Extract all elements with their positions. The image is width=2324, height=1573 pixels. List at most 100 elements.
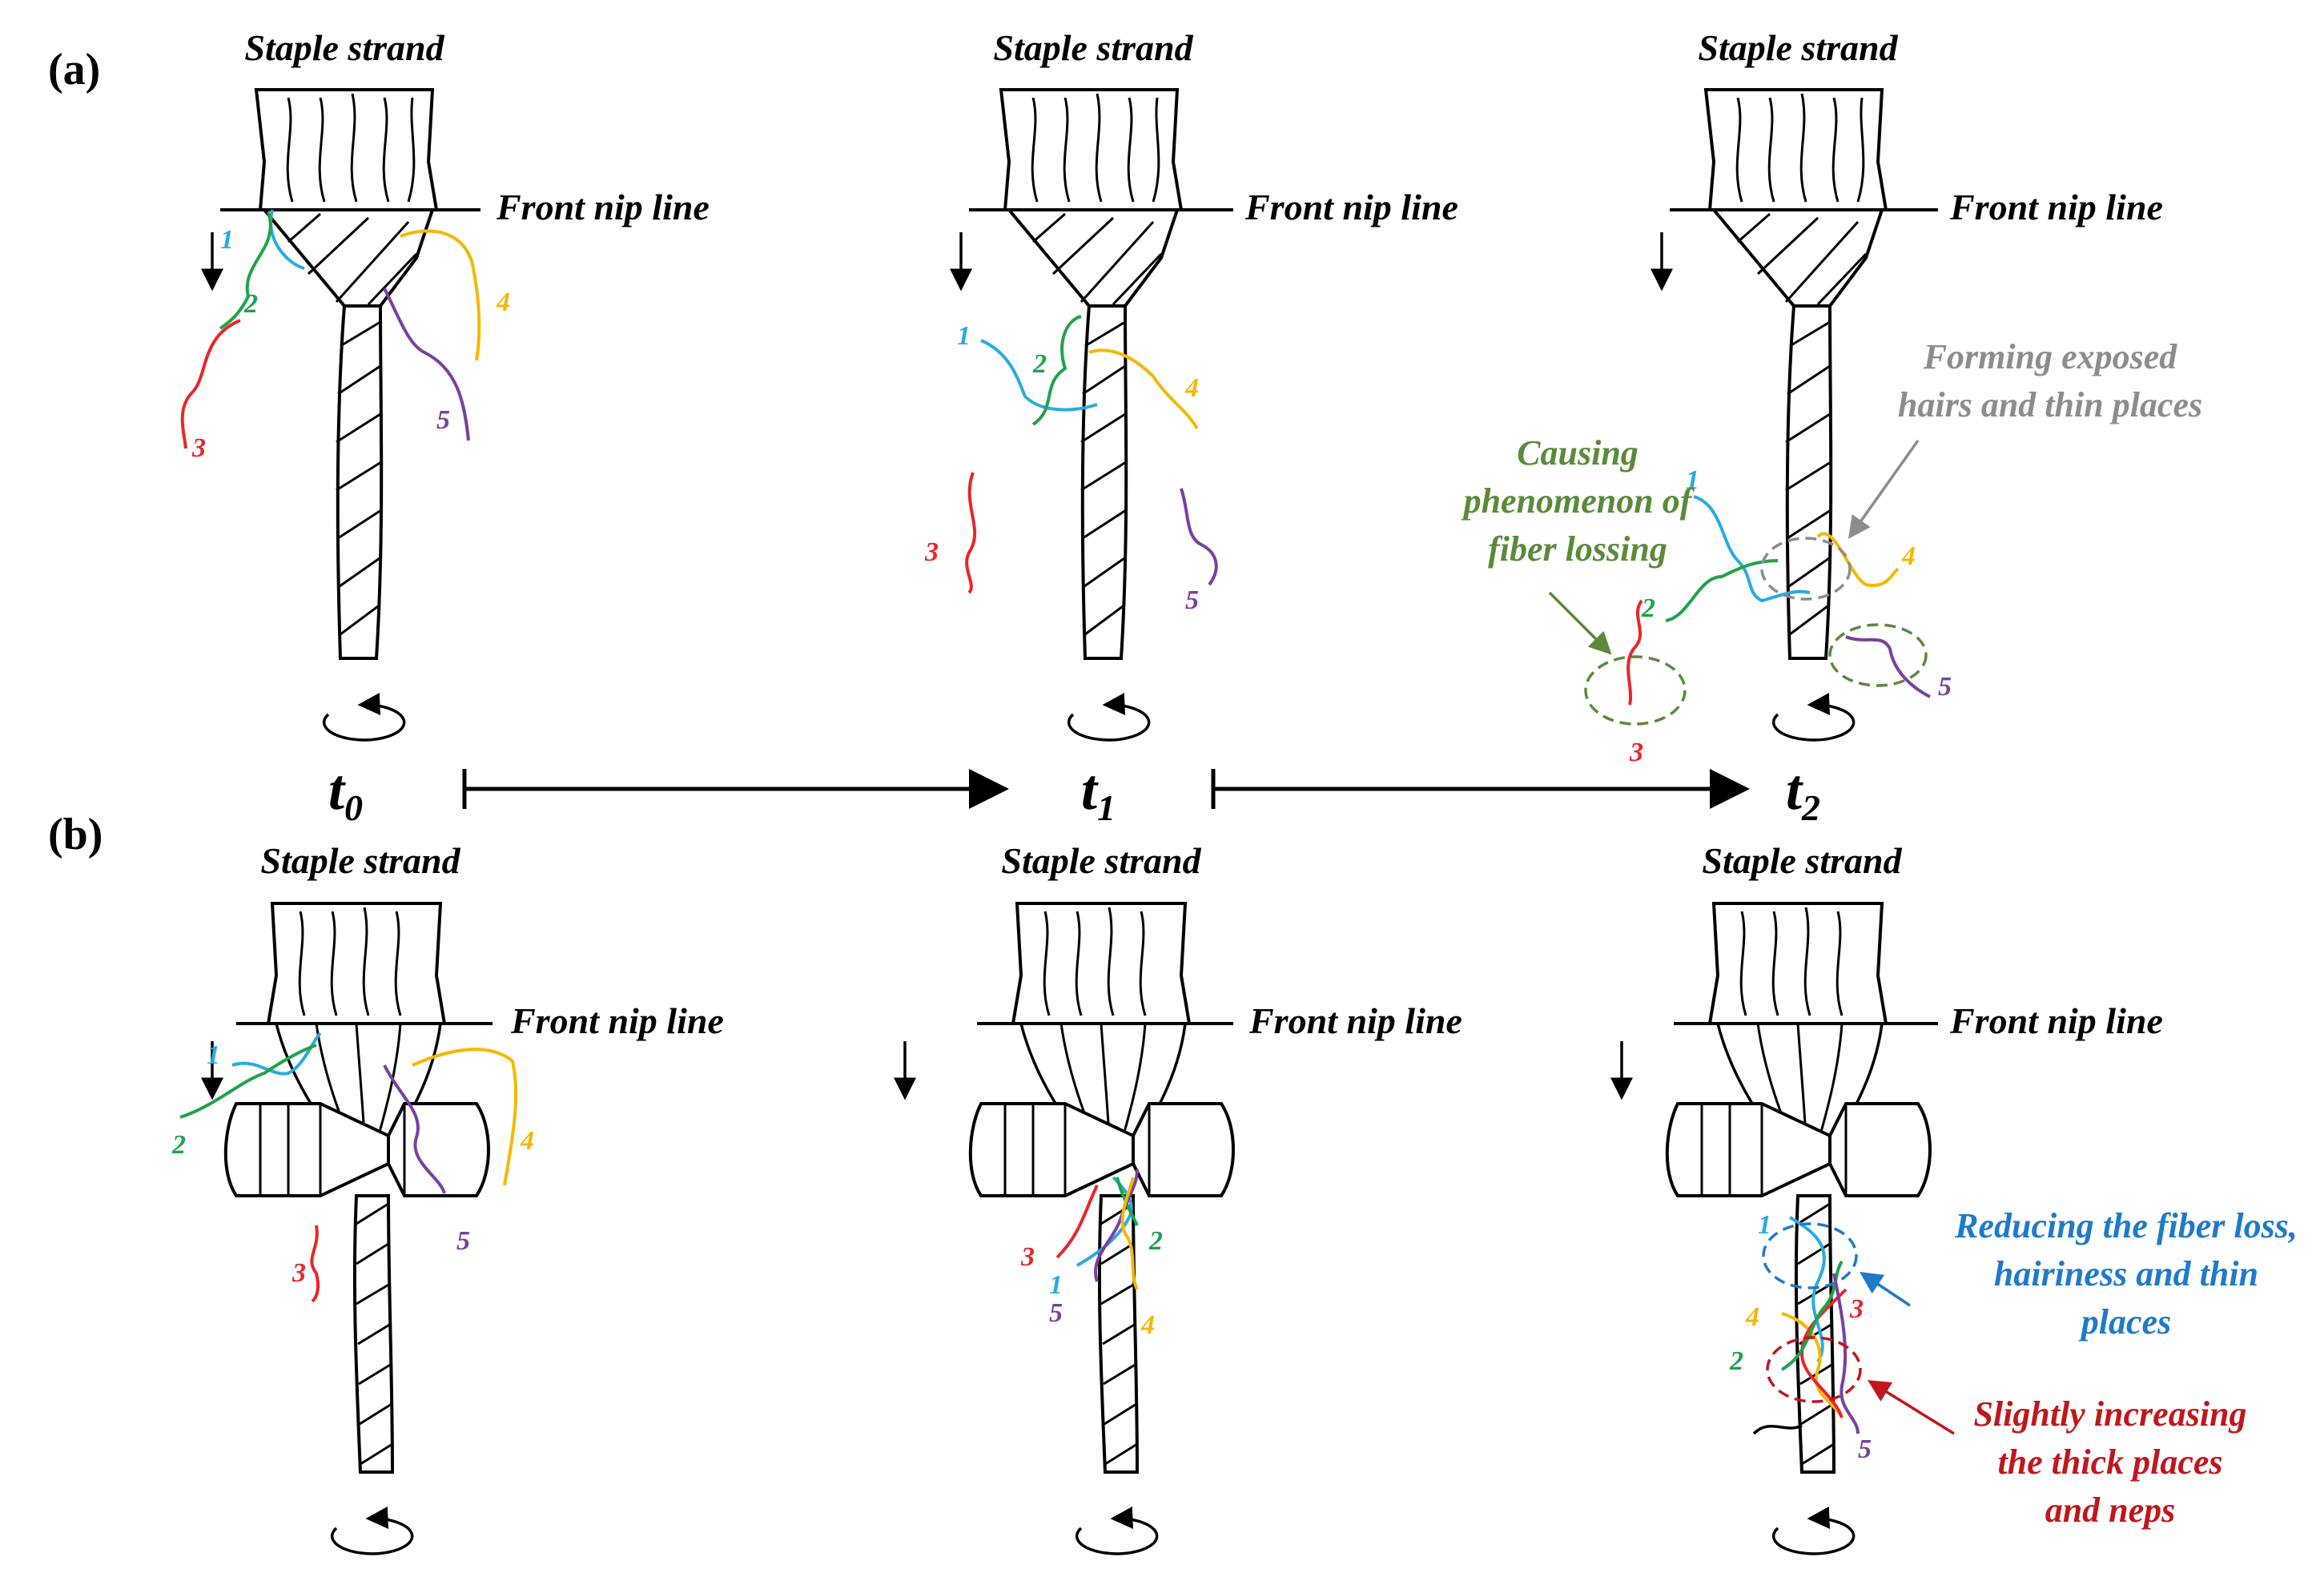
fiber-num-4-a1: 4	[1184, 373, 1199, 403]
time-t1: t1	[1081, 758, 1116, 828]
fiber-num-3-a0: 3	[191, 433, 206, 463]
fiber-1-b2	[1789, 1216, 1826, 1363]
exposed-hairs-arrow	[1848, 439, 1920, 539]
fiber-num-1-a0: 1	[220, 225, 234, 255]
panel-b-label: (b)	[48, 810, 103, 859]
fiber-num-2-b0: 2	[171, 1130, 186, 1160]
fiber-num-5-b1: 5	[1049, 1298, 1063, 1328]
fiber-1-b0	[231, 1032, 322, 1076]
strand-a-t1: Staple strand Front nip line 1 2 3 4 5	[924, 27, 1458, 740]
fiber-4-b0	[412, 1048, 518, 1186]
fiber-num-2-b2: 2	[1729, 1346, 1743, 1376]
fiber-num-1-b2: 1	[1758, 1210, 1771, 1240]
fiber-5-b2	[1832, 1273, 1860, 1434]
time-axis: t0 t1 t2	[328, 758, 1820, 828]
staple-strand-label-a1: Staple strand	[993, 27, 1193, 68]
fiber-2-a0	[219, 211, 272, 330]
svg-text:Forming exposed: Forming exposed	[1923, 337, 2178, 376]
svg-text:Causing: Causing	[1517, 433, 1638, 473]
svg-text:phenomenon of: phenomenon of	[1461, 481, 1695, 521]
staple-strand-label-b2: Staple strand	[1702, 840, 1902, 881]
fiber-4-a1	[1088, 348, 1199, 430]
annotation-reducing: Reducing the fiber loss, hairiness and t…	[1954, 1206, 2298, 1342]
fiber-loss-circle-left	[1584, 655, 1687, 726]
panel-a-label: (a)	[48, 45, 100, 95]
front-nip-label-a0: Front nip line	[496, 187, 710, 227]
fiber-num-3-b2: 3	[1849, 1294, 1864, 1324]
reducing-arrow	[1860, 1272, 1911, 1307]
fiber-3-a2	[1626, 599, 1643, 706]
fiber-num-3-a2: 3	[1629, 738, 1643, 767]
fiber-3-b1	[1055, 1185, 1099, 1259]
fiber-num-5-a2: 5	[1938, 672, 1952, 702]
front-nip-label-a2: Front nip line	[1949, 187, 2163, 227]
staple-strand-label-a2: Staple strand	[1698, 27, 1898, 68]
front-nip-label-b0: Front nip line	[510, 1000, 724, 1041]
fiber-num-3-a1: 3	[924, 537, 939, 567]
strand-a-t0: Staple strand Front nip line 1 2 3 4 5	[180, 27, 710, 740]
fiber-num-1-b1: 1	[1049, 1270, 1063, 1300]
fiber-num-2-b1: 2	[1148, 1226, 1163, 1256]
strand-b-t1: Staple strand Front nip line 3 1 2 5 4	[894, 840, 1462, 1554]
fiber-3-a1	[965, 472, 977, 594]
fiber-2-b2	[1780, 1260, 1844, 1371]
fiber-loss-circle-right	[1828, 623, 1928, 687]
annotation-exposed-hairs: Forming exposed hairs and thin places	[1898, 337, 2202, 424]
fiber-num-4-b2: 4	[1745, 1302, 1759, 1332]
exposed-hairs-circle	[1760, 537, 1852, 601]
fiber-num-2-a1: 2	[1032, 349, 1047, 379]
fiber-num-5-a0: 5	[436, 405, 450, 435]
fiber-num-1-b0: 1	[207, 1040, 220, 1070]
svg-text:hairs and thin places: hairs and thin places	[1898, 385, 2202, 424]
fiber-5-b0	[383, 1064, 446, 1194]
svg-text:Reducing the fiber loss,: Reducing the fiber loss,	[1954, 1206, 2298, 1245]
fiber-num-4-a0: 4	[496, 288, 510, 317]
svg-text:fiber lossing: fiber lossing	[1488, 529, 1667, 569]
svg-text:Slightly increasing: Slightly increasing	[1973, 1394, 2246, 1434]
fiber-1-a2	[1693, 495, 1811, 603]
staple-strand-label-b0: Staple strand	[260, 840, 460, 881]
fiber-num-1-a1: 1	[957, 321, 971, 351]
svg-text:hairiness and thin: hairiness and thin	[1994, 1254, 2258, 1293]
fiber-5-a0	[383, 288, 470, 441]
svg-text:the thick places: the thick places	[1997, 1442, 2222, 1482]
fiber-3-b0	[310, 1225, 320, 1303]
time-t2: t2	[1786, 758, 1820, 828]
staple-strand-label-a0: Staple strand	[244, 27, 444, 68]
fiber-lossing-arrow	[1548, 591, 1612, 655]
front-nip-label-b1: Front nip line	[1248, 1000, 1462, 1041]
fiber-5-a2	[1845, 635, 1931, 698]
fiber-4-a2	[1816, 532, 1900, 587]
time-t0: t0	[328, 758, 363, 828]
reducing-circle	[1762, 1222, 1858, 1289]
fiber-3-b2	[1799, 1288, 1848, 1418]
svg-text:and neps: and neps	[2045, 1491, 2176, 1530]
fiber-num-4-b0: 4	[520, 1126, 534, 1156]
fiber-num-2-a0: 2	[243, 289, 258, 319]
front-nip-label-a1: Front nip line	[1244, 187, 1458, 227]
fiber-num-4-a2: 4	[1901, 541, 1916, 571]
front-nip-label-b2: Front nip line	[1949, 1000, 2163, 1041]
increasing-arrow	[1868, 1380, 1955, 1435]
strand-b-t0: Staple strand Front nip line 1 2 3 4 5	[171, 840, 724, 1554]
fiber-num-3-b0: 3	[292, 1258, 306, 1288]
svg-text:places: places	[2078, 1302, 2171, 1342]
fiber-num-5-b2: 5	[1858, 1434, 1872, 1464]
annotation-fiber-lossing: Causing phenomenon of fiber lossing	[1461, 433, 1695, 569]
fiber-2-a1	[1031, 315, 1082, 426]
staple-strand-label-b1: Staple strand	[1001, 840, 1201, 881]
fiber-3-a0	[180, 319, 241, 449]
increasing-circle	[1766, 1336, 1862, 1403]
fiber-4-b2	[1781, 1312, 1844, 1418]
fiber-4-b1	[1120, 1177, 1139, 1290]
fiber-num-1-a2: 1	[1686, 465, 1699, 495]
strand-b-t2: Staple strand Front nip line 1 4 3 2 5 R…	[1610, 840, 2298, 1554]
fiber-2-b0	[179, 1044, 317, 1119]
fiber-4-a0	[400, 229, 481, 361]
fiber-num-5-b0: 5	[456, 1226, 470, 1256]
fiber-1-a1	[980, 339, 1098, 412]
fiber-2-a2	[1665, 559, 1779, 622]
annotation-increasing: Slightly increasing the thick places and…	[1973, 1394, 2246, 1530]
fiber-num-4-b1: 4	[1140, 1310, 1155, 1340]
